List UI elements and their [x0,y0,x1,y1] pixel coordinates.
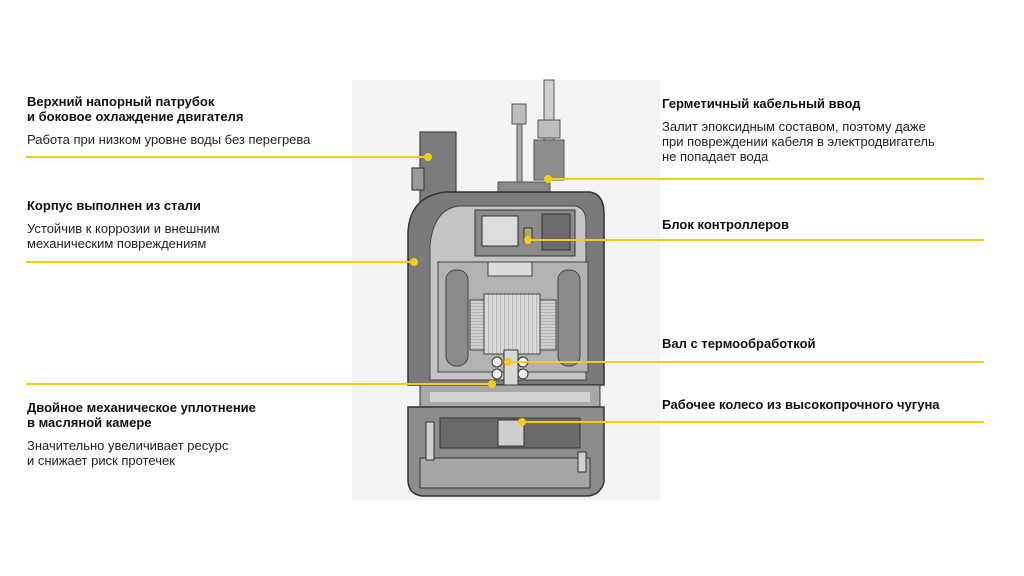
oil-level [430,392,590,402]
callout-title: Двойное механическое уплотнение в маслян… [27,400,256,430]
callout-mechanical-seal: Двойное механическое уплотнение в маслян… [27,400,367,468]
callout-title: Корпус выполнен из стали [27,198,201,213]
callout-controller-block: Блок контроллеров [662,217,1002,232]
callout-title: Вал с термообработкой [662,336,816,351]
callout-desc: Работа при низком уровне воды без перегр… [27,132,311,147]
strainer-base [419,457,591,489]
callout-lines [26,153,984,426]
callout-title: Герметичный кабельный ввод [662,96,861,111]
callout-desc: Значительно увеличивает ресурс и снижает… [27,438,229,468]
cable [533,79,565,181]
callout-cable-entry: Герметичный кабельный ввод Залит эпоксид… [662,96,1002,164]
callout-title: Верхний напорный патрубок и боковое охла… [27,94,244,124]
callout-shaft: Вал с термообработкой [662,336,1002,351]
callout-title: Рабочее колесо из высокопрочного чугуна [662,397,940,412]
callout-title: Блок контроллеров [662,217,789,232]
callout-impeller: Рабочее колесо из высокопрочного чугуна [662,397,1002,412]
callout-desc: Залит эпоксидным составом, поэтому даже … [662,119,935,164]
controller-block [474,209,576,257]
handle [497,103,551,193]
callout-discharge-pipe: Верхний напорный патрубок и боковое охла… [27,94,367,147]
callout-steel-casing: Корпус выполнен из стали Устойчив к корр… [27,198,367,251]
left-bolt [425,421,435,461]
callout-desc: Устойчив к коррозии и внешним механическ… [27,221,220,251]
right-bolt [577,451,587,473]
